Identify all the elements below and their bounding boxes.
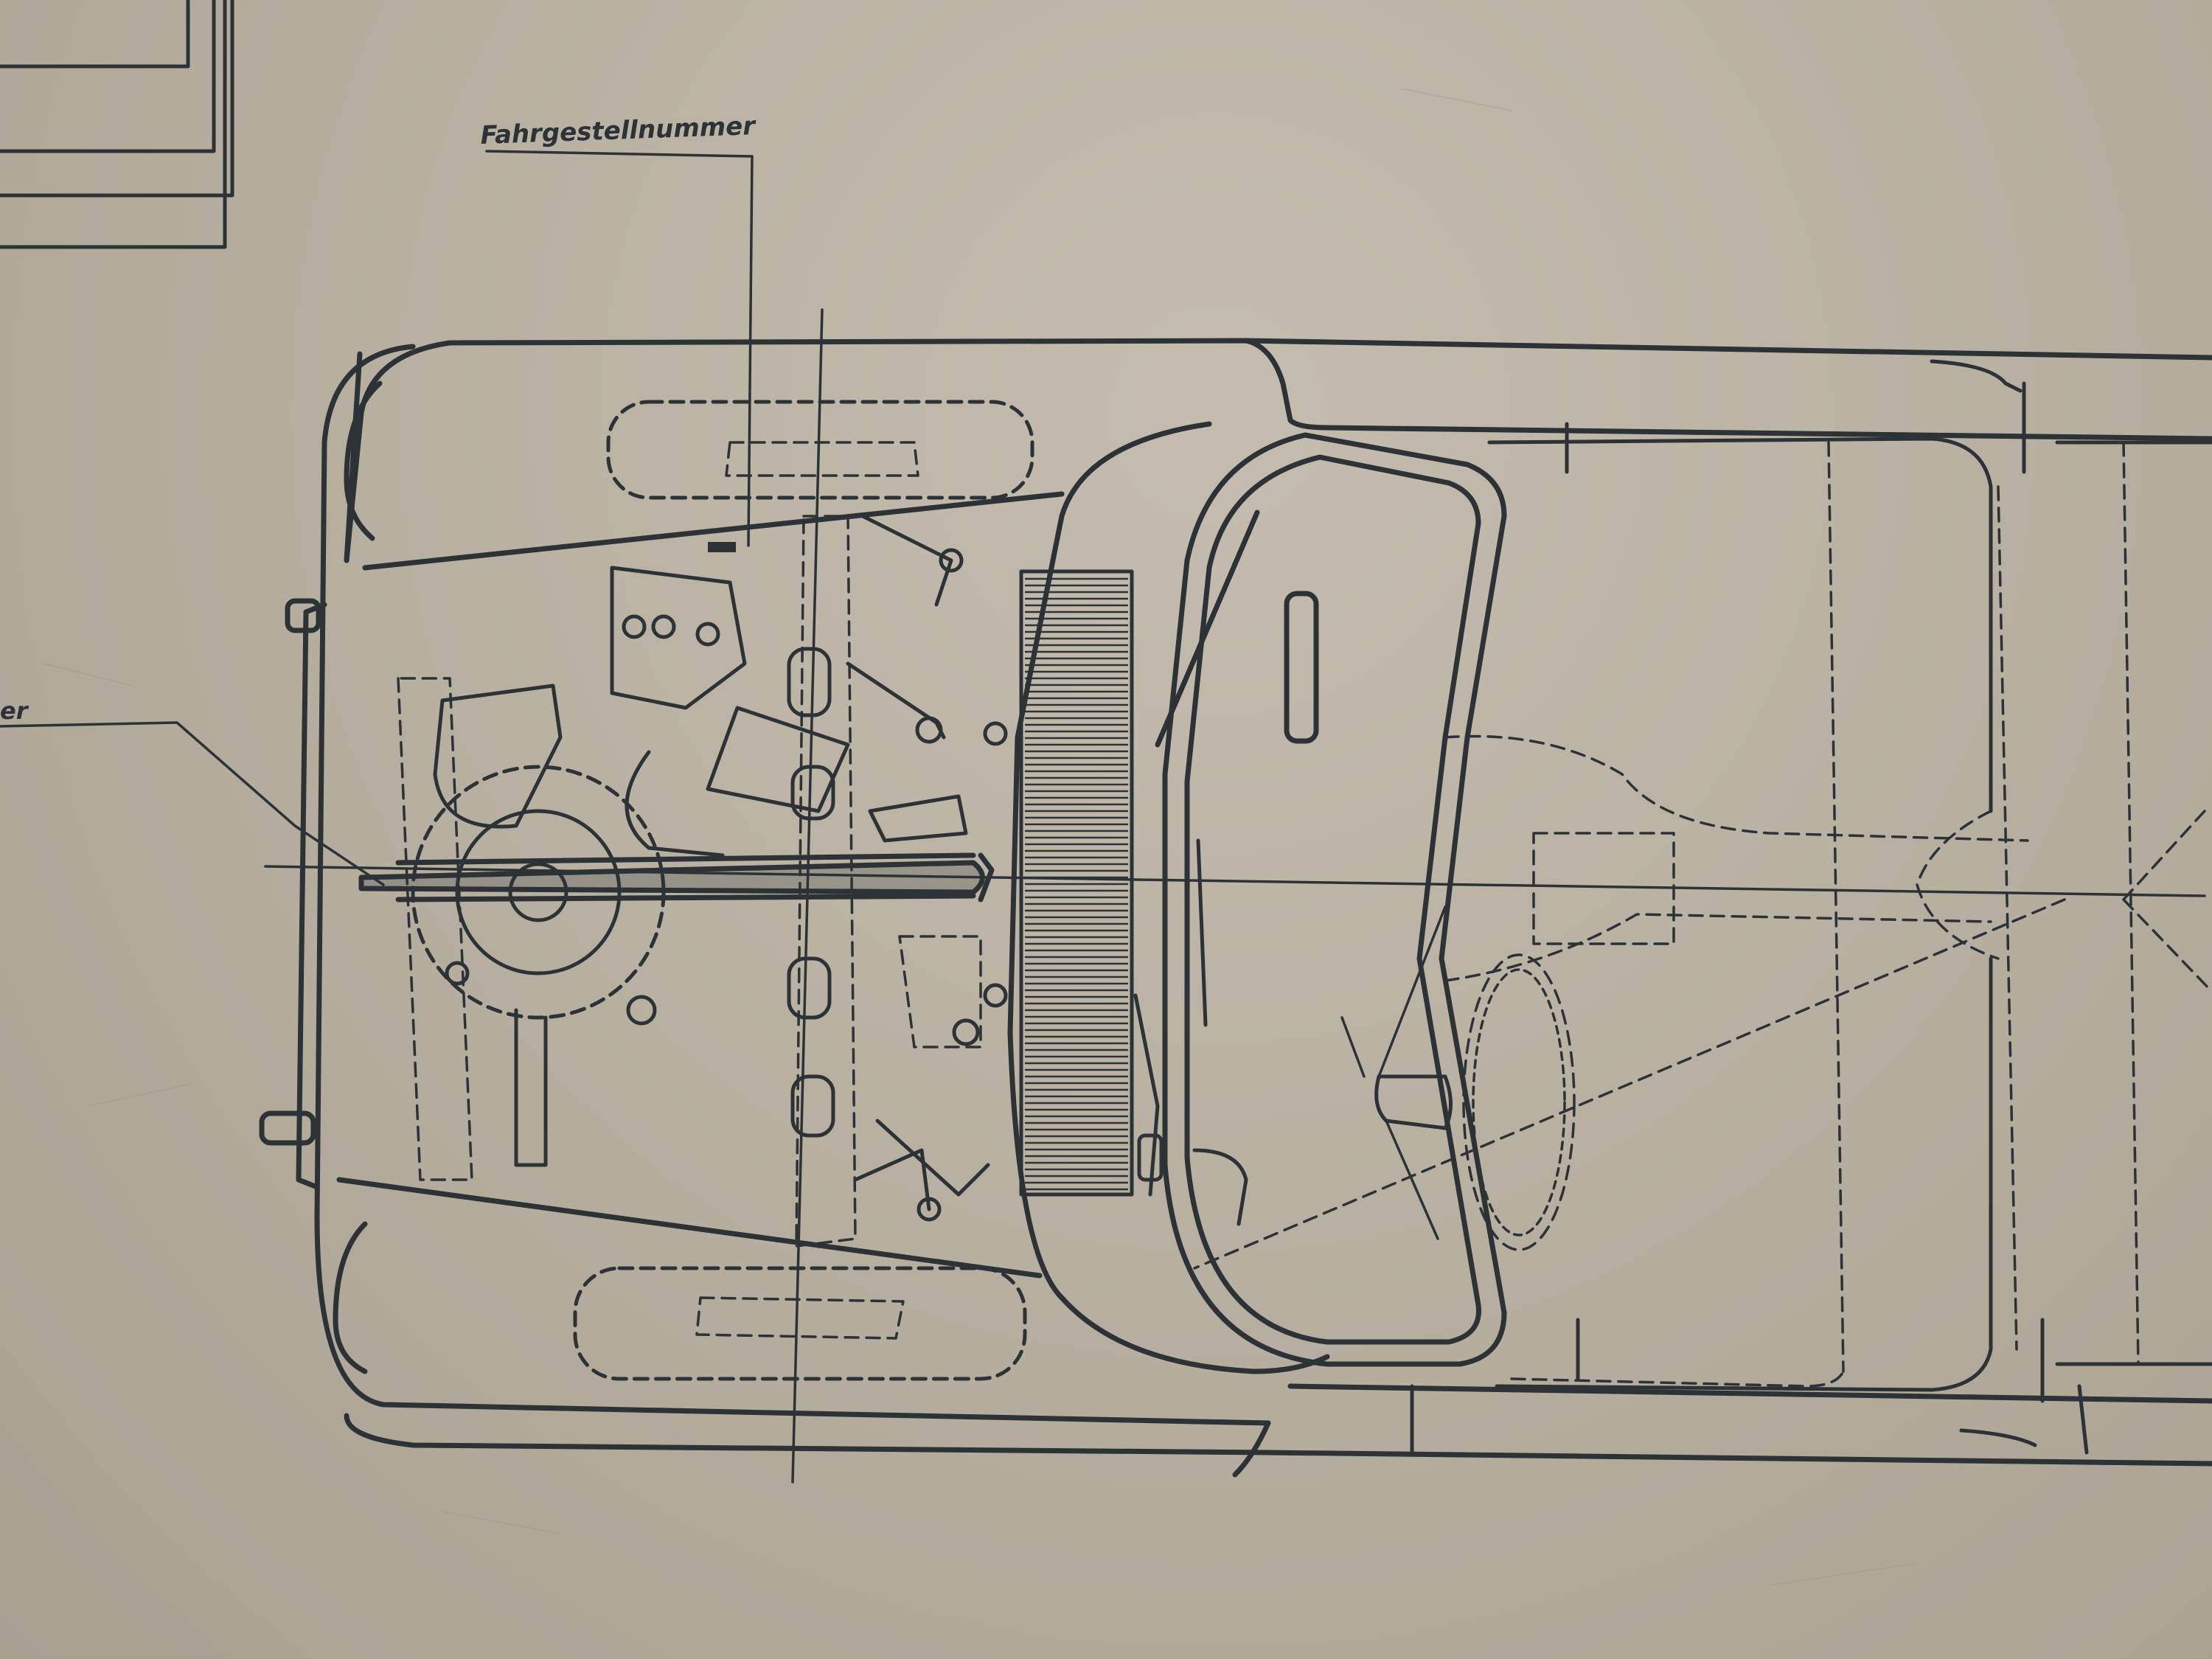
engine-assembly	[397, 566, 850, 1181]
radiator-core	[1019, 569, 1134, 1197]
drive-shaft	[358, 852, 995, 902]
title-block-frames	[0, 0, 234, 249]
front-suspension	[787, 514, 1008, 1248]
cowl	[1007, 421, 1330, 1374]
chassis-number-label: Fahrgestellnummer	[480, 111, 757, 150]
body-outline	[259, 338, 2212, 1478]
cabin-rails	[1410, 359, 2212, 1455]
left-callout-label: er	[0, 697, 29, 725]
pedal-assembly	[1133, 838, 1248, 1226]
axle-centerlines	[264, 308, 2206, 1484]
windscreen-frame	[1155, 432, 1507, 1367]
hidden-floor-lines	[1193, 441, 2212, 1388]
paper-texture	[44, 88, 1918, 1586]
steering-wheel	[1340, 905, 1576, 1251]
front-wheels	[573, 400, 1034, 1381]
left-callout: er	[0, 697, 385, 886]
